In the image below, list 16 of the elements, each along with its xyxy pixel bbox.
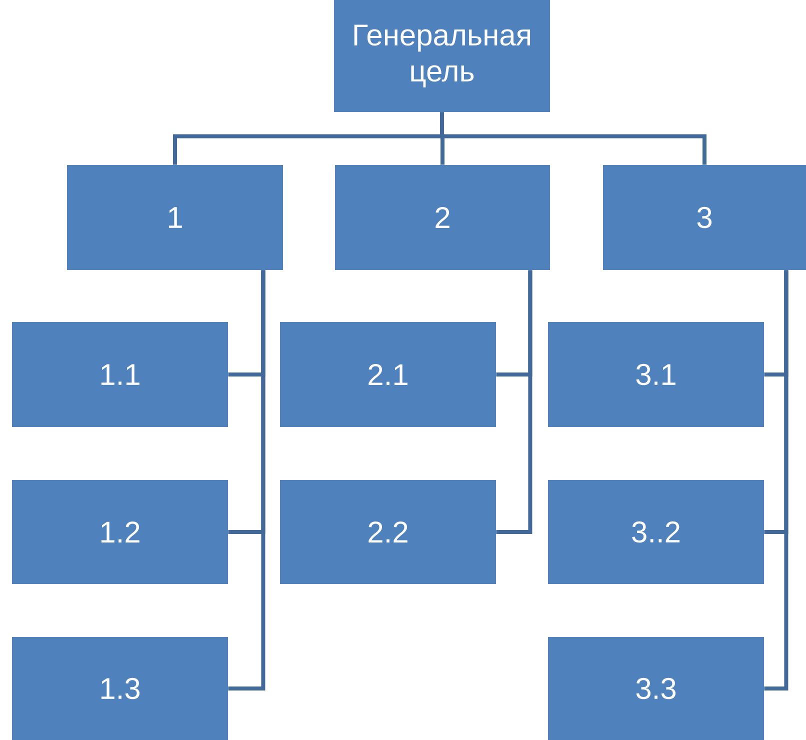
process-box: 3..2: [548, 480, 764, 584]
process-box: 2.2: [280, 480, 496, 584]
connector: [764, 270, 788, 690]
connector: [228, 270, 266, 690]
process-box: 1: [67, 165, 283, 270]
process-box: 3.3: [548, 637, 764, 740]
process-box: 1.2: [12, 480, 228, 584]
process-box: 2: [335, 165, 550, 270]
process-box: 1.3: [12, 637, 228, 740]
process-box: 1.1: [12, 322, 228, 427]
process-box: Генеральная цель: [334, 0, 550, 112]
connector: [440, 112, 706, 165]
connector: [496, 270, 532, 534]
process-box: 3.1: [548, 322, 764, 427]
process-box: 2.1: [280, 322, 496, 427]
process-box: 3: [603, 165, 806, 270]
